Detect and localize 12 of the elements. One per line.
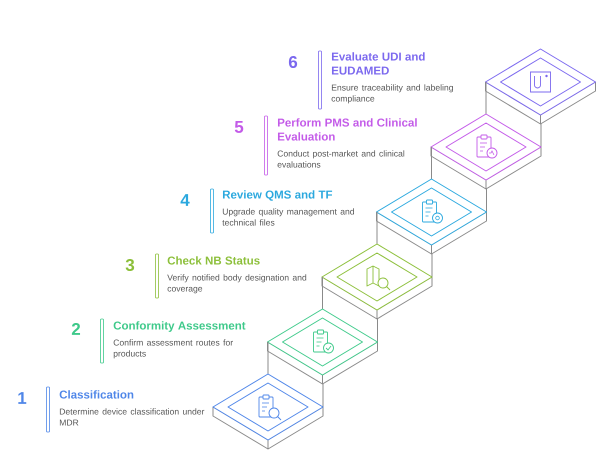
step-text: Evaluate UDI and EUDAMED Ensure traceability and labeling compliance — [332, 52, 453, 104]
step-number: 1 — [18, 392, 26, 404]
step-text: Check NB Status Verify notified body designation and coverage — [167, 256, 306, 294]
step-number: 3 — [126, 258, 134, 272]
step-number: 6 — [288, 56, 298, 68]
step-text: Conformity Assessment Confirm assessment routes for products — [114, 321, 246, 358]
step-text: Perform PMS and Clinical Evaluation Conduct post-market and clinical evaluations — [278, 118, 417, 168]
step-text: Review QMS and TF Upgrade quality management and technical files — [222, 190, 354, 226]
step-number: 2 — [72, 323, 80, 335]
step-number: 4 — [180, 194, 190, 206]
step-text: Classification Determine device classification under MDR — [60, 390, 204, 426]
step-number: 5 — [234, 121, 244, 133]
